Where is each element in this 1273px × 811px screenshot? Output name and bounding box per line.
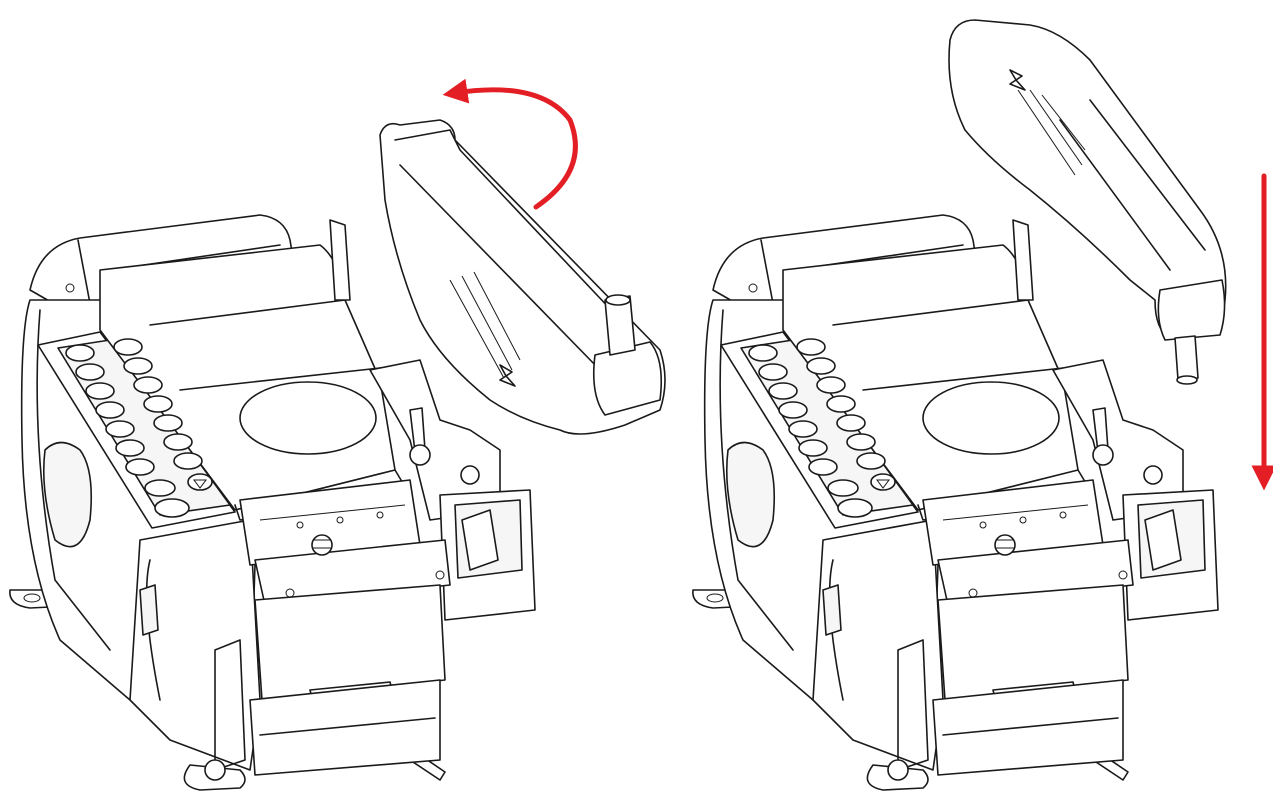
right-cap-part [948, 19, 1227, 385]
right-panel-machine [692, 214, 1219, 791]
left-cap-part [379, 119, 666, 435]
curved-arrow-icon [442, 78, 578, 210]
